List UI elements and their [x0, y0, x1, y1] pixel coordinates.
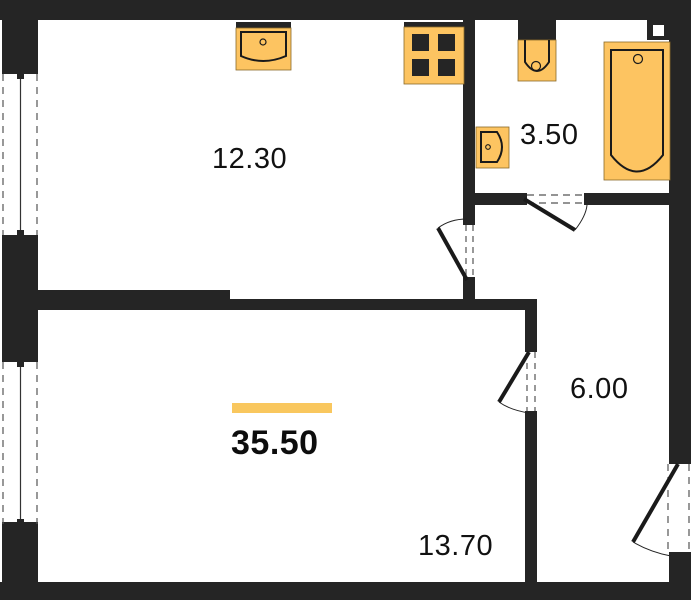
wall-kitchen-living-thick [36, 290, 230, 310]
cooktop-icon [403, 22, 465, 85]
kitchen-sink-icon [235, 22, 292, 71]
door-living-room[interactable] [497, 344, 537, 419]
wall-left-upper [2, 0, 38, 70]
wall-bath-hall-right [587, 193, 671, 205]
wall-bottom [0, 582, 691, 600]
wall-left-middle [2, 238, 38, 356]
bathroom-sink-icon [475, 126, 510, 169]
wall-bath-hall-left [463, 193, 521, 205]
wall-living-hall-lower [525, 418, 537, 588]
bathtub-icon [603, 41, 671, 181]
room-area-bathroom: 3.50 [520, 119, 579, 151]
door-entrance[interactable] [631, 458, 691, 561]
wall-top [0, 0, 691, 20]
total-area-accent-bar [232, 403, 332, 413]
room-area-living-room: 13.70 [418, 530, 494, 562]
total-area: 35.50 [231, 424, 319, 462]
ventilation-shaft-icon [647, 20, 669, 40]
wall-living-hall-upper [525, 299, 537, 351]
room-area-kitchen: 12.30 [212, 143, 288, 175]
door-kitchen[interactable] [436, 217, 475, 285]
room-area-hallway: 6.00 [570, 373, 629, 405]
toilet-icon [517, 20, 557, 82]
window-living-room [2, 356, 38, 530]
wall-kitchen-living-thin [228, 299, 530, 310]
wall-left-lower [2, 522, 38, 600]
window-kitchen [2, 68, 38, 241]
door-bathroom[interactable] [519, 193, 592, 232]
wall-right-lower [669, 552, 691, 600]
wall-kitchen-bath [463, 0, 475, 218]
wall-right-upper [669, 0, 691, 458]
